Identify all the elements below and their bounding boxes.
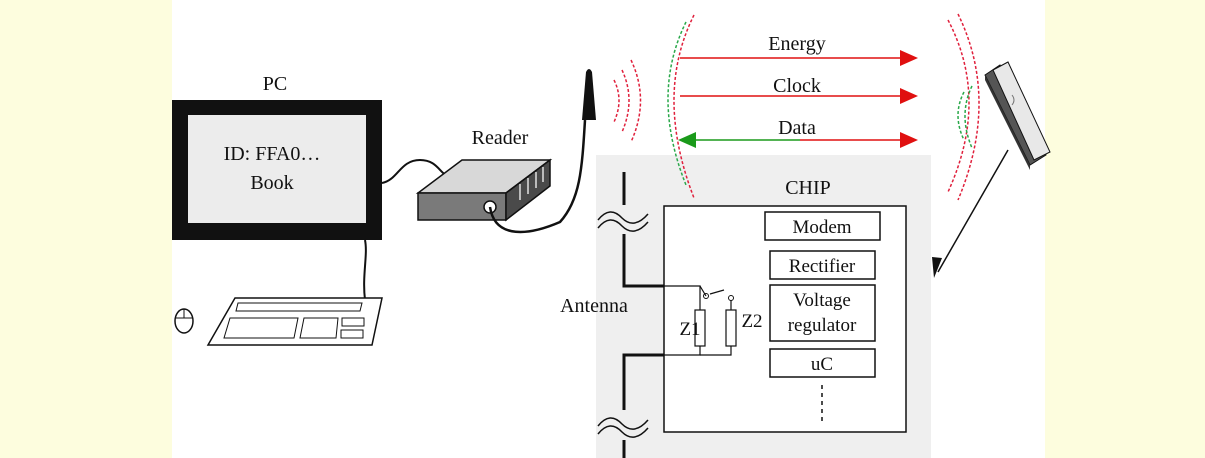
z2-bottom-wire: [700, 346, 732, 356]
switch-arm: [709, 289, 725, 295]
left-wavefront-red: [673, 14, 695, 199]
tag-book-spine: [985, 75, 1030, 170]
data-label: Data: [778, 117, 816, 139]
switch-contact-right: [728, 295, 734, 301]
screen-id-text: ID: FFA0…: [224, 143, 321, 165]
right-wavefront-red: [957, 13, 980, 201]
energy-label: Energy: [768, 33, 825, 55]
monitor-keyboard-cable: [363, 239, 367, 301]
antenna-break-bottom-a: [597, 417, 649, 430]
antenna-break-bottom-b: [597, 425, 649, 438]
pc-label: PC: [263, 73, 287, 95]
tag-to-chip-arrow: [937, 149, 1009, 273]
reader-wave-1: [613, 79, 620, 123]
keyboard-main-keys: [223, 317, 299, 339]
voltage-regulator-block: [769, 284, 876, 342]
tag-coil-icon: [1011, 94, 1015, 106]
left-wavefront-green: [667, 21, 687, 186]
antenna-break-top-a: [597, 211, 649, 224]
reader-wave-3: [630, 59, 642, 143]
reader-label: Reader: [472, 127, 529, 149]
keyboard-nav-keys: [299, 317, 339, 339]
right-wavefront-red-2: [947, 19, 970, 193]
keyboard-key-a: [341, 317, 365, 327]
antenna-label: Antenna: [560, 295, 628, 317]
reader-antenna-cable: [488, 119, 587, 234]
modem-label: Modem: [792, 217, 851, 238]
clock-label: Clock: [773, 75, 821, 97]
reader-wave-2: [621, 69, 630, 133]
tag-book-cover: [992, 61, 1051, 161]
rectifier-block: [769, 250, 876, 280]
uc-block: [769, 348, 876, 378]
switch-lead: [699, 285, 707, 297]
rectifier-label: Rectifier: [789, 256, 856, 277]
right-margin-panel: [1045, 0, 1205, 458]
z1-label: Z1: [679, 319, 700, 340]
left-margin-panel: [0, 0, 172, 458]
energy-arrowhead: [900, 50, 918, 66]
screen-book-text: Book: [250, 172, 293, 194]
data-arrowhead-back: [678, 132, 696, 148]
tag-to-chip-arrowhead: [932, 257, 942, 278]
keyboard-top-row: [235, 302, 363, 312]
modem-block: [764, 211, 881, 241]
tag-wave-green-1: [957, 91, 965, 141]
voltage-label: Voltage: [793, 290, 851, 311]
keyboard-key-b: [340, 329, 364, 339]
tag-wave-green-2: [964, 85, 973, 149]
uc-label: uC: [811, 354, 833, 375]
z2-resistor: [725, 309, 737, 347]
antenna-break-top-b: [597, 219, 649, 232]
regulator-label: regulator: [788, 315, 857, 336]
antenna-lead-top: [622, 234, 664, 288]
z2-label: Z2: [741, 311, 762, 332]
clock-arrowhead: [900, 88, 918, 104]
monitor-screen: [188, 115, 366, 223]
chip-title: CHIP: [785, 177, 831, 199]
data-arrowhead-forward: [900, 132, 918, 148]
antenna-lead-bottom: [622, 353, 664, 410]
reader-antenna-icon: [582, 69, 596, 120]
